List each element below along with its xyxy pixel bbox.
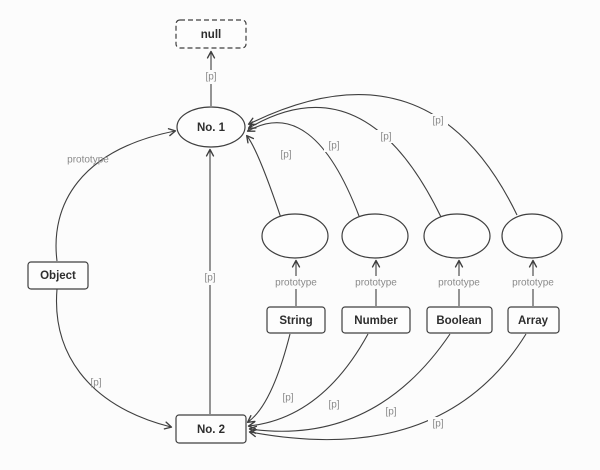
- boolean-prototype-ellipse: [423, 213, 491, 259]
- edge-label-p-number-no2: [p]: [328, 400, 339, 411]
- string-node-box: [266, 306, 326, 334]
- number-node-label: Number: [354, 315, 398, 327]
- array-node-box: [507, 306, 560, 334]
- object-node-box: [27, 261, 89, 290]
- edge-label-bg: [278, 391, 298, 404]
- edge-label-prototype-boolean: prototype: [438, 278, 480, 289]
- edge-label-prototype-object: prototype: [67, 155, 109, 166]
- edge-boolean-proto-to-no1: [247, 106, 442, 218]
- edge-label-bg: [376, 130, 396, 143]
- boolean-node: Boolean: [426, 306, 493, 334]
- edge-label-bg: [381, 405, 401, 418]
- array-node-label: Array: [518, 315, 549, 327]
- number-prototype-ellipse: [341, 213, 409, 259]
- edge-object-to-no2: [55, 288, 173, 430]
- edge-label-p-boolean-no2: [p]: [385, 407, 396, 418]
- edge-array-proto-to-no1: [247, 94, 518, 216]
- no1-node: No. 1: [176, 106, 246, 148]
- edge-string-to-no2: [246, 333, 291, 423]
- edge-label-prototype-string: prototype: [275, 278, 317, 289]
- array-node: Array: [507, 306, 560, 334]
- edge-boolean-to-no2: [248, 333, 451, 434]
- diagram-edge-labels: [p] [p] prototype [p] [p] [p] [p] [p] pr…: [67, 70, 558, 430]
- edge-object-to-no1: [55, 128, 177, 262]
- edge-label-p-booleanproto-no1: [p]: [380, 132, 391, 143]
- edge-label-p-numberproto-no1: [p]: [328, 141, 339, 152]
- edge-label-p-string-no2: [p]: [282, 393, 293, 404]
- array-prototype-ellipse: [501, 213, 563, 259]
- no2-node-label: No. 2: [197, 424, 225, 436]
- diagram-nodes: null No. 1 No. 2 Object String: [27, 19, 563, 444]
- no1-node-ellipse: [176, 106, 246, 148]
- null-node-box: [175, 19, 247, 49]
- edge-label-bg: [201, 70, 221, 84]
- edge-label-bg: [351, 276, 401, 289]
- edge-label-bg: [428, 417, 448, 430]
- edge-number-proto-to-no1: [246, 122, 360, 217]
- null-node: null: [175, 19, 247, 49]
- edge-label-bg: [200, 271, 220, 285]
- string-node: String: [266, 306, 326, 334]
- edge-label-p-array-no2: [p]: [432, 419, 443, 430]
- edge-label-prototype-array: prototype: [512, 278, 554, 289]
- boolean-node-label: Boolean: [436, 315, 481, 327]
- edge-label-p-no1-null: [p]: [205, 72, 216, 83]
- edge-label-bg: [271, 276, 321, 289]
- no2-node-box: [175, 414, 247, 444]
- number-node: Number: [341, 306, 411, 334]
- edge-label-p-stringproto-no1: [p]: [280, 150, 291, 161]
- edge-label-bg: [324, 139, 344, 152]
- edge-label-prototype-number: prototype: [355, 278, 397, 289]
- edge-label-p-no2-no1: [p]: [204, 273, 215, 284]
- edge-label-bg: [324, 398, 344, 411]
- edge-label-bg: [428, 114, 448, 127]
- edge-number-to-no2: [247, 333, 369, 430]
- no2-node: No. 2: [175, 414, 247, 444]
- edge-label-bg: [276, 148, 296, 161]
- edge-label-p-arrayproto-no1: [p]: [432, 116, 443, 127]
- edge-label-p-object-no2: [p]: [90, 378, 101, 389]
- object-node: Object: [27, 261, 89, 290]
- object-node-label: Object: [40, 270, 76, 282]
- edge-label-bg: [508, 276, 558, 289]
- string-prototype-ellipse: [261, 213, 329, 259]
- edge-array-to-no2: [248, 333, 527, 441]
- no1-node-label: No. 1: [197, 122, 226, 134]
- string-node-label: String: [279, 315, 312, 327]
- edge-label-bg: [434, 276, 484, 289]
- edge-string-proto-to-no1: [246, 134, 282, 219]
- boolean-node-box: [426, 306, 493, 334]
- null-node-label: null: [201, 29, 221, 41]
- number-node-box: [341, 306, 411, 334]
